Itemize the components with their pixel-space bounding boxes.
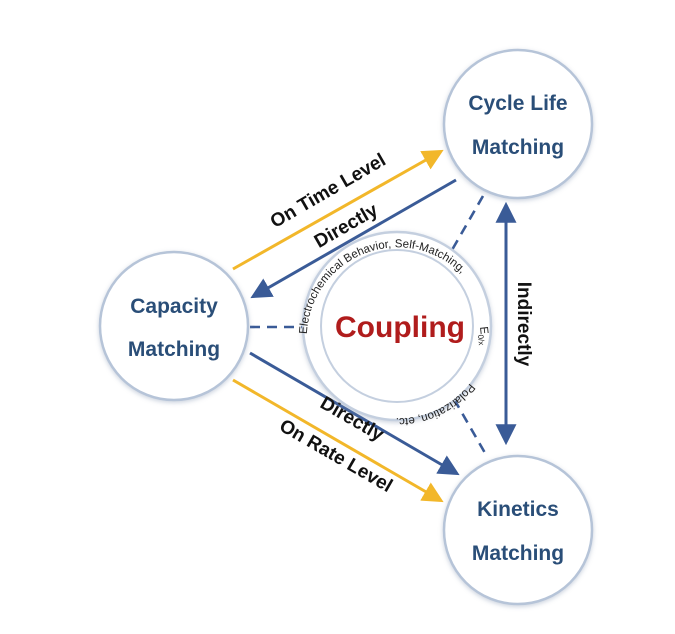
node-cycle-life-line2: Matching bbox=[472, 136, 564, 159]
arrow-directly-lower bbox=[249, 351, 460, 476]
arrow-on-rate-level bbox=[232, 378, 444, 503]
arrow-on-time-level bbox=[232, 149, 444, 271]
node-kinetics: Kinetics Matching bbox=[442, 454, 594, 606]
arrow-directly-upper bbox=[250, 178, 457, 299]
node-capacity-line1: Capacity bbox=[130, 295, 218, 318]
node-kinetics-line1: Kinetics bbox=[477, 498, 559, 521]
coupling-ring: Electrochemical Behavior, Self-Matching,… bbox=[298, 230, 493, 427]
label-indirectly: Indirectly bbox=[513, 282, 534, 367]
center-label: Coupling bbox=[335, 311, 465, 344]
node-capacity-line2: Matching bbox=[128, 338, 220, 361]
node-cycle-life: Cycle Life Matching bbox=[442, 48, 594, 200]
dashed-link-cycle-life bbox=[450, 195, 485, 251]
node-capacity: Capacity Matching bbox=[98, 250, 250, 402]
ring-text-side: E0/x bbox=[475, 326, 491, 346]
dashed-link-kinetics bbox=[452, 398, 487, 454]
node-cycle-life-line1: Cycle Life bbox=[468, 92, 567, 115]
node-kinetics-line2: Matching bbox=[472, 542, 564, 565]
